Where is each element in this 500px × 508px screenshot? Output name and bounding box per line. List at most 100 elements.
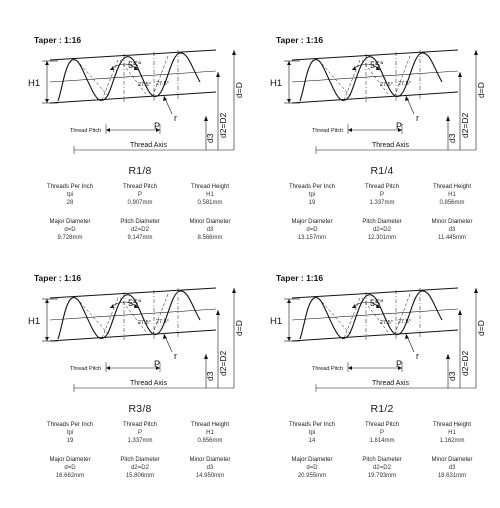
- h1-label: H1: [270, 316, 282, 327]
- thread-panel-1: Taper : 1:16 55° 27.5° 27.5°: [20, 30, 260, 270]
- spec-pitch-diameter-symbol: d2=D2: [131, 227, 149, 233]
- pitch-p-label: P: [154, 359, 160, 369]
- spec-height-value: 1.162mm: [439, 438, 465, 444]
- spec-pitch: Thread Pitch P 1.814mm: [337, 421, 427, 445]
- spec-tpi-value: 28: [66, 200, 74, 206]
- spec-major-symbol: d=D: [64, 227, 76, 233]
- arrow-head: [405, 334, 409, 339]
- crest-taper-line: [291, 287, 459, 299]
- arrow-head: [45, 299, 49, 303]
- half-angle-label: 27.5°: [380, 320, 393, 326]
- arrow-head: [163, 334, 167, 339]
- thread-profile-diagram: Taper : 1:16 55° 27.5° 27.5°: [270, 35, 486, 154]
- panel-title: R3/8: [128, 403, 152, 415]
- flank-line: [393, 55, 411, 99]
- flank-line: [343, 59, 361, 101]
- arrow-head: [204, 354, 208, 359]
- spec-pitch-value: 1.337mm: [369, 200, 395, 206]
- thread-profile: [299, 52, 443, 102]
- arrow-head: [398, 128, 402, 132]
- spec-height-symbol: H1: [206, 192, 214, 198]
- spec-pitch-label: Thread Pitch: [122, 422, 158, 428]
- flank-line: [119, 59, 147, 95]
- arrow-head: [216, 72, 220, 77]
- half-angle-label: 27.5°: [138, 82, 151, 88]
- arrow-head: [348, 128, 352, 132]
- arrow-head: [45, 99, 49, 103]
- arrow-head: [458, 310, 462, 315]
- arrow-head: [216, 310, 220, 315]
- spec-major: Major Diameter d=D 9.728mm: [25, 218, 115, 242]
- spec-pitch-diameter: Pitch Diameter d2=D2 15.806mm: [95, 456, 185, 480]
- arrow-head: [474, 288, 478, 293]
- arrow-head: [446, 354, 450, 359]
- spec-pitch-diameter-label: Pitch Diameter: [362, 457, 402, 463]
- thread-panel-4: Taper : 1:16 55° 27.5° 27.5°: [262, 268, 500, 508]
- arrow-head: [232, 50, 236, 55]
- crest-taper-line: [49, 49, 217, 61]
- spec-pitch-diameter: Pitch Diameter d2=D2 9.147mm: [95, 218, 185, 242]
- spec-minor-label: Minor Diameter: [431, 219, 473, 225]
- thread-profile: [299, 290, 443, 340]
- panel-title: R1/8: [128, 165, 152, 177]
- thread-axis-label: Thread Axis: [130, 380, 167, 387]
- flank-line: [79, 301, 111, 337]
- spec-tpi: Threads Per Inch tpi 14: [267, 421, 357, 445]
- flank-line: [321, 63, 353, 99]
- flank-line: [151, 293, 169, 337]
- spec-tpi-symbol: tpi: [308, 192, 316, 198]
- half-angle-label: 27.5°: [398, 81, 411, 87]
- flank-line: [151, 55, 169, 99]
- spec-pitch-diameter-value: 15.806mm: [125, 473, 155, 479]
- spec-pitch-label: Thread Pitch: [364, 422, 400, 428]
- arrow-head: [398, 366, 402, 370]
- d2-label: d2=D2: [460, 112, 470, 138]
- thread-pitch-label: Thread Pitch: [70, 128, 101, 134]
- spec-pitch-diameter: Pitch Diameter d2=D2 12.301mm: [337, 218, 427, 242]
- thread-pitch-label: Thread Pitch: [312, 128, 343, 134]
- arrow-head: [110, 304, 114, 308]
- taper-label: Taper : 1:16: [276, 35, 323, 45]
- spec-pitch-label: Thread Pitch: [364, 184, 400, 190]
- thread-axis-label: Thread Axis: [372, 142, 409, 149]
- thread-profile-diagram: Taper : 1:16 55° 27.5° 27.5°: [28, 273, 244, 392]
- spec-major: Major Diameter d=D 13.157mm: [267, 218, 357, 242]
- angle-55-label: 55°: [128, 60, 142, 70]
- arrow-head: [287, 99, 291, 103]
- thread-profile-diagram: Taper : 1:16 55° 27.5° 27.5°: [270, 273, 486, 392]
- spec-tpi-symbol: tpi: [66, 430, 74, 436]
- radius-label: r: [174, 113, 177, 123]
- spec-pitch-diameter-symbol: d2=D2: [131, 465, 149, 471]
- spec-pitch-diameter-value: 19.793mm: [367, 473, 397, 479]
- spec-major: Major Diameter d=D 20.955mm: [267, 456, 357, 480]
- spec-minor-symbol: d3: [206, 465, 214, 471]
- thread-profile-diagram: Taper : 1:16 55° 27.5° 27.5°: [28, 35, 244, 154]
- arrow-head: [287, 337, 291, 341]
- spec-tpi-label: Threads Per Inch: [46, 422, 94, 428]
- thread-profile: [57, 52, 201, 102]
- arrow-head: [405, 96, 409, 101]
- spec-minor-value: 18.631mm: [437, 473, 467, 479]
- taper-label: Taper : 1:16: [276, 273, 323, 283]
- spec-minor-label: Minor Diameter: [431, 457, 473, 463]
- spec-pitch: Thread Pitch P 1.337mm: [337, 183, 427, 207]
- spec-minor: Minor Diameter d3 8.566mm: [165, 218, 255, 242]
- spec-minor-symbol: d3: [448, 227, 456, 233]
- d3-label: d3: [447, 133, 457, 143]
- arrow-head: [134, 304, 138, 308]
- d3-label: d3: [447, 371, 457, 381]
- pitch-taper-line: [291, 70, 459, 83]
- spec-tpi-value: 14: [308, 438, 316, 444]
- arrow-head: [156, 128, 160, 132]
- spec-tpi-label: Threads Per Inch: [288, 422, 336, 428]
- half-angle-label: 27.5°: [380, 82, 393, 88]
- flank-line: [79, 63, 111, 99]
- spec-pitch: Thread Pitch P 1.337mm: [95, 421, 185, 445]
- half-angle-label: 27.5°: [398, 319, 411, 325]
- spec-tpi-value: 19: [308, 200, 316, 206]
- thread-panel-2: Taper : 1:16 55° 27.5° 27.5°: [262, 30, 500, 270]
- spec-tpi: Threads Per Inch tpi 28: [25, 183, 115, 207]
- root-taper-line: [49, 91, 217, 104]
- spec-height-label: Thread Height: [190, 184, 230, 190]
- arrow-head: [376, 304, 380, 308]
